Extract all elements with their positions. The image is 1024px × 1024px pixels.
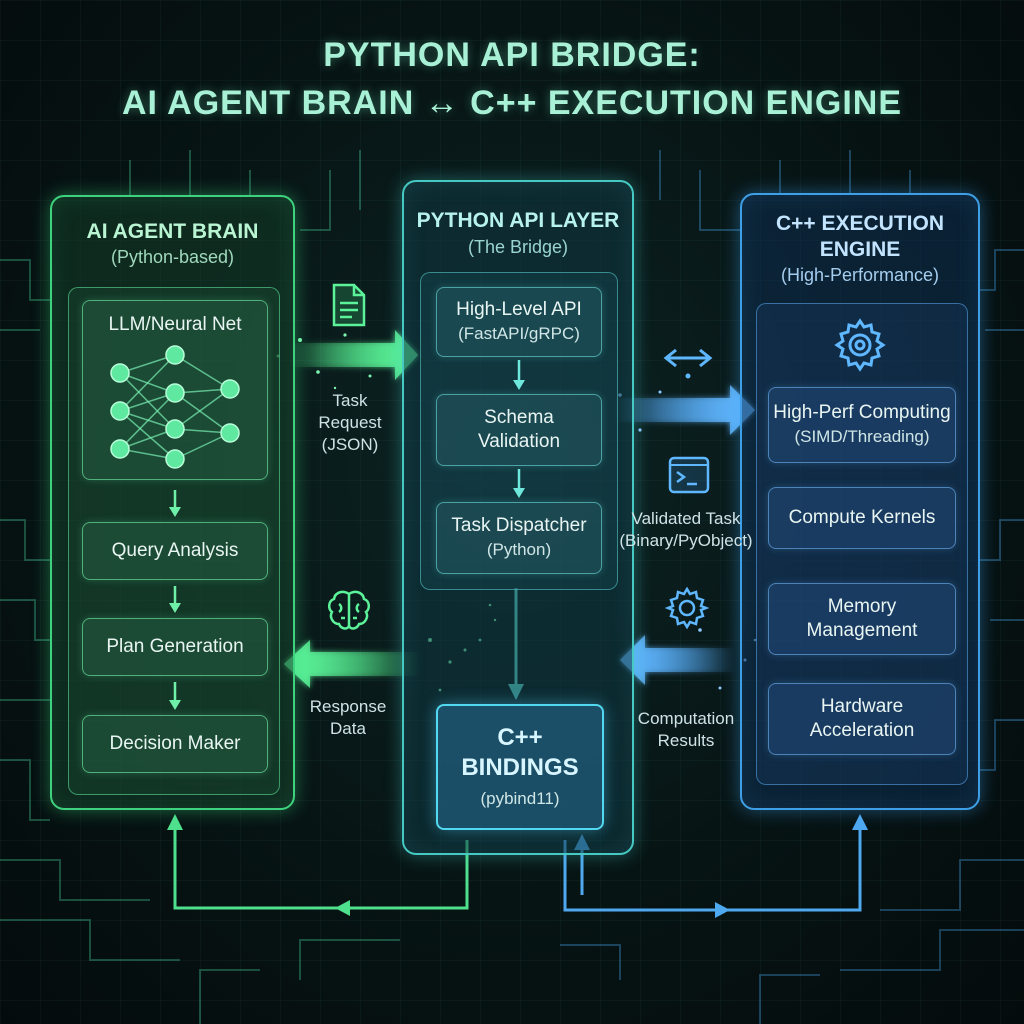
python-api-layer-panel: PYTHON API LAYER (The Bridge) High-Level… (402, 180, 634, 855)
task-dispatcher-box: Task Dispatcher (Python) (436, 502, 602, 574)
title-line-2: AI AGENT BRAIN ↔ C++ EXECUTION ENGINE (121, 84, 903, 122)
validated-task-arrow (612, 385, 755, 435)
llm-neural-net-box: LLM/Neural Net (82, 300, 268, 480)
high-perf-computing-box: High-Perf Computing (SIMD/Threading) (768, 387, 956, 463)
compute-kernels-box: Compute Kernels (768, 487, 956, 549)
engine-title-line1: C++ EXECUTION (775, 212, 945, 235)
brain-icon (328, 590, 370, 630)
cog-icon (664, 586, 710, 630)
bindings-line1: C++ (497, 724, 543, 751)
response-line1: Response (309, 697, 387, 716)
task-request-arrow (290, 330, 418, 380)
validated-task-caption: Validated Task (Binary/PyObject) (604, 508, 768, 552)
bindings-line2: BINDINGS (461, 754, 579, 781)
plan-generation-box: Plan Generation (82, 618, 268, 676)
api-flow-arrows (513, 360, 525, 498)
response-arrow (284, 640, 420, 688)
bindings-sub: (pybind11) (480, 789, 560, 808)
brain-inner-container (68, 287, 280, 795)
hpc-sub: (SIMD/Threading) (794, 427, 930, 446)
schema-line2: Validation (477, 431, 561, 452)
api-title: PYTHON API LAYER (416, 209, 620, 232)
high-level-api-label: High-Level API (456, 299, 582, 320)
high-level-api-sub: (FastAPI/gRPC) (458, 324, 580, 343)
response-line2: Data (330, 719, 366, 738)
cpp-bindings-box: C++ BINDINGS (pybind11) (436, 704, 604, 830)
brain-subtitle: (Python-based) (110, 247, 235, 267)
gear-icon (834, 318, 886, 372)
neural-network-icon (110, 345, 240, 469)
engine-inner-container (756, 303, 968, 785)
brain-flow-arrows (169, 490, 181, 710)
cpp-execution-engine-panel: C++ EXECUTION ENGINE (High-Performance) … (740, 193, 980, 810)
high-level-api-box: High-Level API (FastAPI/gRPC) (436, 287, 602, 357)
engine-subtitle: (High-Performance) (780, 265, 940, 285)
decision-maker-box: Decision Maker (82, 715, 268, 773)
task-request-caption: Task Request (JSON) (300, 390, 400, 456)
schema-validation-box: Schema Validation (436, 394, 602, 466)
hpc-label: High-Perf Computing (773, 402, 951, 423)
validated-line2: (Binary/PyObject) (619, 531, 753, 550)
ai-agent-brain-panel: AI AGENT BRAIN (Python-based) LLM/Neural… (50, 195, 295, 810)
document-icon (332, 283, 366, 327)
task-request-line3: (JSON) (321, 435, 379, 454)
api-subtitle: (The Bridge) (467, 237, 569, 257)
api-inner-container (420, 272, 618, 590)
validated-line1: Validated Task (631, 509, 741, 528)
task-request-line2: Request (318, 413, 382, 432)
computation-results-caption: Computation Results (626, 708, 746, 752)
results-line2: Results (657, 731, 715, 750)
response-data-caption: Response Data (296, 696, 400, 740)
engine-title-line2: ENGINE (819, 238, 901, 261)
task-dispatcher-sub: (Python) (486, 540, 552, 559)
bidirectional-arrow-icon (663, 348, 713, 379)
brain-title: AI AGENT BRAIN (86, 220, 259, 243)
results-arrow (620, 635, 735, 685)
terminal-icon (668, 456, 710, 494)
query-analysis-box: Query Analysis (82, 522, 268, 580)
llm-label: LLM/Neural Net (108, 314, 242, 335)
memory-management-box: Memory Management (768, 583, 956, 655)
task-request-line1: Task (332, 391, 368, 410)
title-line-1: PYTHON API BRIDGE: (323, 36, 701, 74)
schema-line1: Schema (484, 407, 554, 428)
hardware-acceleration-box: Hardware Acceleration (768, 683, 956, 755)
results-line1: Computation (637, 709, 735, 728)
task-dispatcher-label: Task Dispatcher (451, 515, 587, 536)
